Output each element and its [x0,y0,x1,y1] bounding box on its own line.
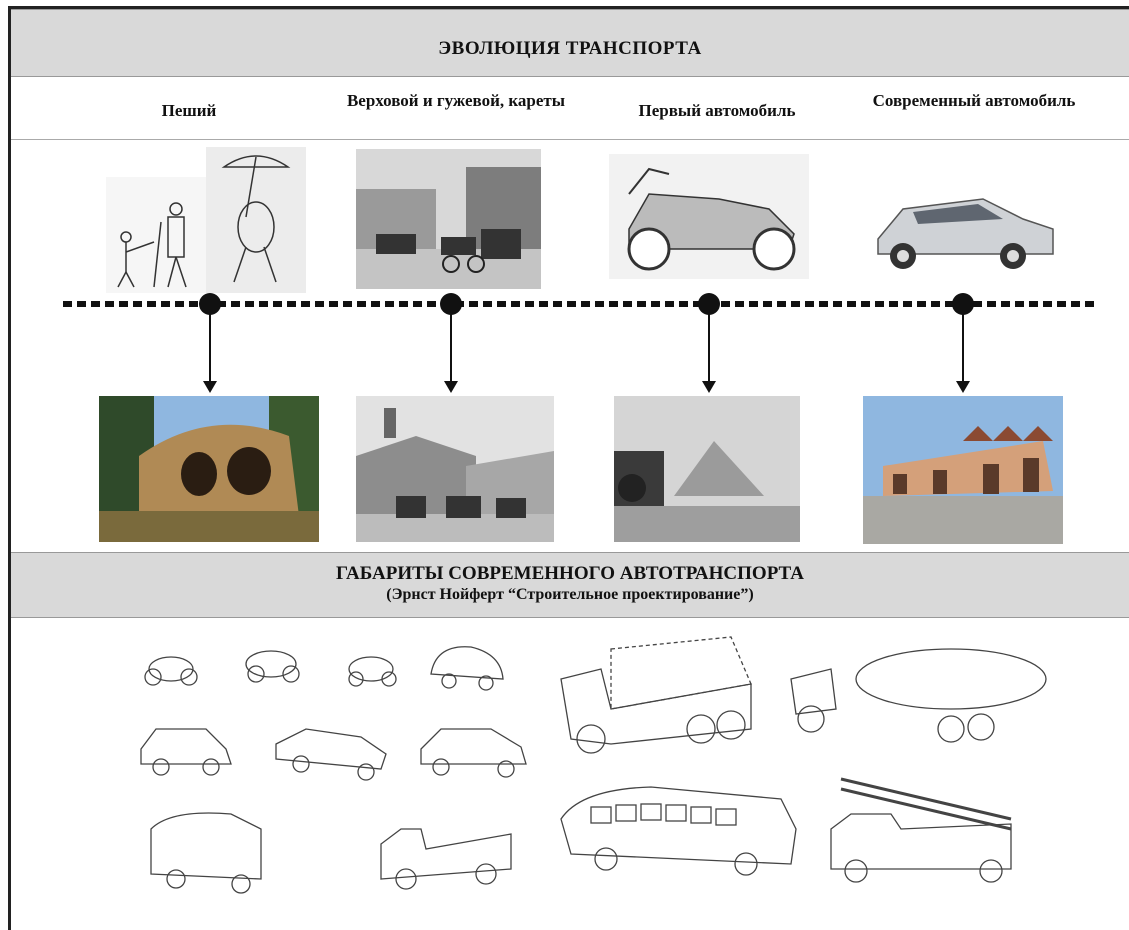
arrow-head-icon [444,381,458,393]
timeline-node-1 [199,293,221,315]
image-camp-photo [614,396,800,542]
dimensions-band: ГАБАРИТЫ СОВРЕМЕННОГО АВТОТРАНСПОРТА (Эр… [11,552,1129,618]
image-gas-station [863,396,1063,544]
header-band: ЭВОЛЮЦИЯ ТРАНСПОРТА [11,9,1129,77]
poster-frame: ЭВОЛЮЦИЯ ТРАНСПОРТА Пеший Верховой и гуж… [8,6,1129,930]
arrow-head-icon [956,381,970,393]
column-title-pedestrian: Пеший [161,101,217,120]
image-pedestrian-drawing [106,147,306,293]
image-cave-dwelling [99,396,319,542]
image-carriage-photo [356,149,541,289]
image-first-car [609,154,809,279]
timeline-node-2 [440,293,462,315]
column-title-carriage: Верховой и гужевой, кареты [346,91,566,110]
timeline-node-3 [698,293,720,315]
vehicle-dimension-drawings [131,629,1051,929]
page-title: ЭВОЛЮЦИЯ ТРАНСПОРТА [438,38,702,59]
column-title-modern-car: Современный автомобиль [872,91,1076,110]
dimensions-subtitle: (Эрнст Нойферт “Строительное проектирова… [386,586,754,603]
title-divider [11,139,1129,140]
arrow-head-icon [203,381,217,393]
timeline-dotted-line [63,301,1098,307]
arrow-head-icon [702,381,716,393]
timeline-arrow-2 [450,309,452,384]
column-title-first-car: Первый автомобиль [638,101,796,120]
timeline-arrow-3 [708,309,710,384]
timeline-node-4 [952,293,974,315]
dimensions-title: ГАБАРИТЫ СОВРЕМЕННОГО АВТОТРАНСПОРТА [335,563,805,584]
timeline-arrow-4 [962,309,964,384]
image-stable-photo [356,396,554,542]
timeline-arrow-1 [209,309,211,384]
image-modern-car [873,184,1058,279]
